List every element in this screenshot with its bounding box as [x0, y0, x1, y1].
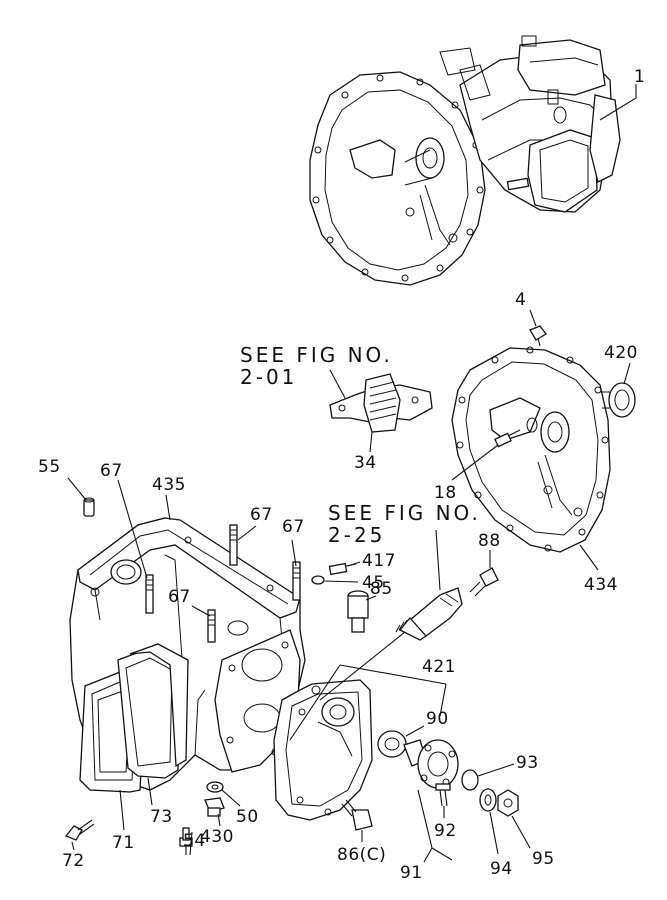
leader-18 — [451, 444, 499, 481]
washer-50 — [206, 781, 224, 793]
nut-95 — [497, 789, 519, 817]
callout-34: 34 — [354, 453, 377, 473]
callout-435: 435 — [152, 475, 186, 495]
callout-95: 95 — [532, 849, 555, 869]
transmission-assembly — [309, 35, 621, 286]
washer-94 — [479, 788, 497, 812]
leader-67a — [117, 479, 148, 579]
callout-90: 90 — [426, 709, 449, 729]
screw-417 — [328, 562, 357, 576]
callout-94: 94 — [490, 859, 513, 879]
leader-45 — [324, 580, 359, 583]
rear-cover-421 — [273, 679, 373, 821]
callout-1: 1 — [634, 67, 645, 87]
callout-55: 55 — [38, 457, 61, 477]
callout-85: 85 — [370, 579, 393, 599]
bolt-54 — [179, 827, 193, 855]
leader-94 — [489, 811, 499, 855]
callout-73: 73 — [150, 807, 173, 827]
see-fig-2-25-line1: SEE FIG NO. — [328, 501, 481, 525]
callout-417: 417 — [362, 551, 396, 571]
callout-420: 420 — [604, 343, 638, 363]
leader-67b — [237, 525, 257, 541]
see-fig-2-01-line2: 2-01 — [240, 365, 297, 389]
callout-430: 430 — [200, 827, 234, 847]
callout-86: 86(C) — [337, 845, 386, 865]
callout-18: 18 — [434, 483, 457, 503]
leader-fig225 — [435, 529, 441, 591]
leader-1 — [599, 97, 637, 121]
leader-71 — [119, 789, 125, 831]
callout-67a: 67 — [100, 461, 123, 481]
washer-45 — [311, 575, 325, 585]
leader-55 — [67, 477, 87, 501]
leader-4 — [529, 309, 537, 327]
leader-95 — [511, 815, 531, 849]
leader-417 — [347, 561, 361, 567]
clutch-housing-434 — [451, 346, 611, 553]
leader-421-right — [339, 664, 447, 685]
bolt-88 — [469, 567, 499, 597]
leader-420 — [623, 362, 631, 385]
callout-421: 421 — [422, 657, 456, 677]
bolt-72 — [64, 819, 95, 841]
callout-67b: 67 — [250, 505, 273, 525]
callout-67d: 67 — [168, 587, 191, 607]
leader-91-c — [423, 847, 433, 863]
leader-90 — [405, 725, 425, 737]
bolt-18 — [494, 429, 521, 448]
pin-55 — [83, 497, 95, 517]
callout-71: 71 — [112, 833, 135, 853]
leader-85 — [365, 595, 377, 601]
leader-91-b — [431, 847, 453, 861]
leader-67c — [291, 539, 297, 567]
callout-4: 4 — [515, 290, 526, 310]
leader-gear — [319, 631, 406, 701]
o-ring-93 — [461, 769, 479, 791]
callout-54: 54 — [183, 831, 206, 851]
callout-67c: 67 — [282, 517, 305, 537]
companion-flange-91 — [403, 739, 459, 789]
leader-67d — [191, 605, 211, 617]
leader-93 — [477, 763, 515, 777]
callout-91: 91 — [400, 863, 423, 883]
leader-73 — [147, 777, 153, 806]
leader-50 — [221, 789, 241, 807]
leader-435 — [165, 494, 171, 521]
leader-434 — [579, 544, 599, 571]
oil-seal-90 — [377, 730, 407, 758]
release-fork-34 — [329, 373, 433, 433]
bolt-4 — [529, 325, 547, 347]
plug-430 — [204, 797, 225, 817]
leader-34 — [369, 431, 373, 453]
callout-88: 88 — [478, 531, 501, 551]
speedometer-driven-gear — [395, 587, 463, 641]
seal-420 — [600, 382, 636, 418]
callout-93: 93 — [516, 753, 539, 773]
bolt-86c — [341, 799, 373, 831]
leader-54 — [189, 831, 193, 856]
studs-67 — [145, 524, 301, 643]
callout-72: 72 — [62, 851, 85, 871]
callout-92: 92 — [434, 821, 457, 841]
leader-421-down — [439, 683, 447, 717]
callout-50: 50 — [236, 807, 259, 827]
sensor-85 — [347, 590, 369, 633]
leader-430 — [217, 813, 221, 827]
see-fig-2-25-line2: 2-25 — [328, 523, 385, 547]
callout-45: 45 — [362, 573, 385, 593]
bolt-92 — [435, 783, 451, 807]
callout-434: 434 — [584, 575, 618, 595]
leader-72 — [71, 841, 75, 851]
leader-91-a — [417, 789, 433, 849]
gasket-73 — [117, 643, 189, 779]
leader-fig201 — [329, 369, 346, 399]
see-fig-2-01-line1: SEE FIG NO. — [240, 343, 393, 367]
leader-421-left — [289, 664, 341, 741]
